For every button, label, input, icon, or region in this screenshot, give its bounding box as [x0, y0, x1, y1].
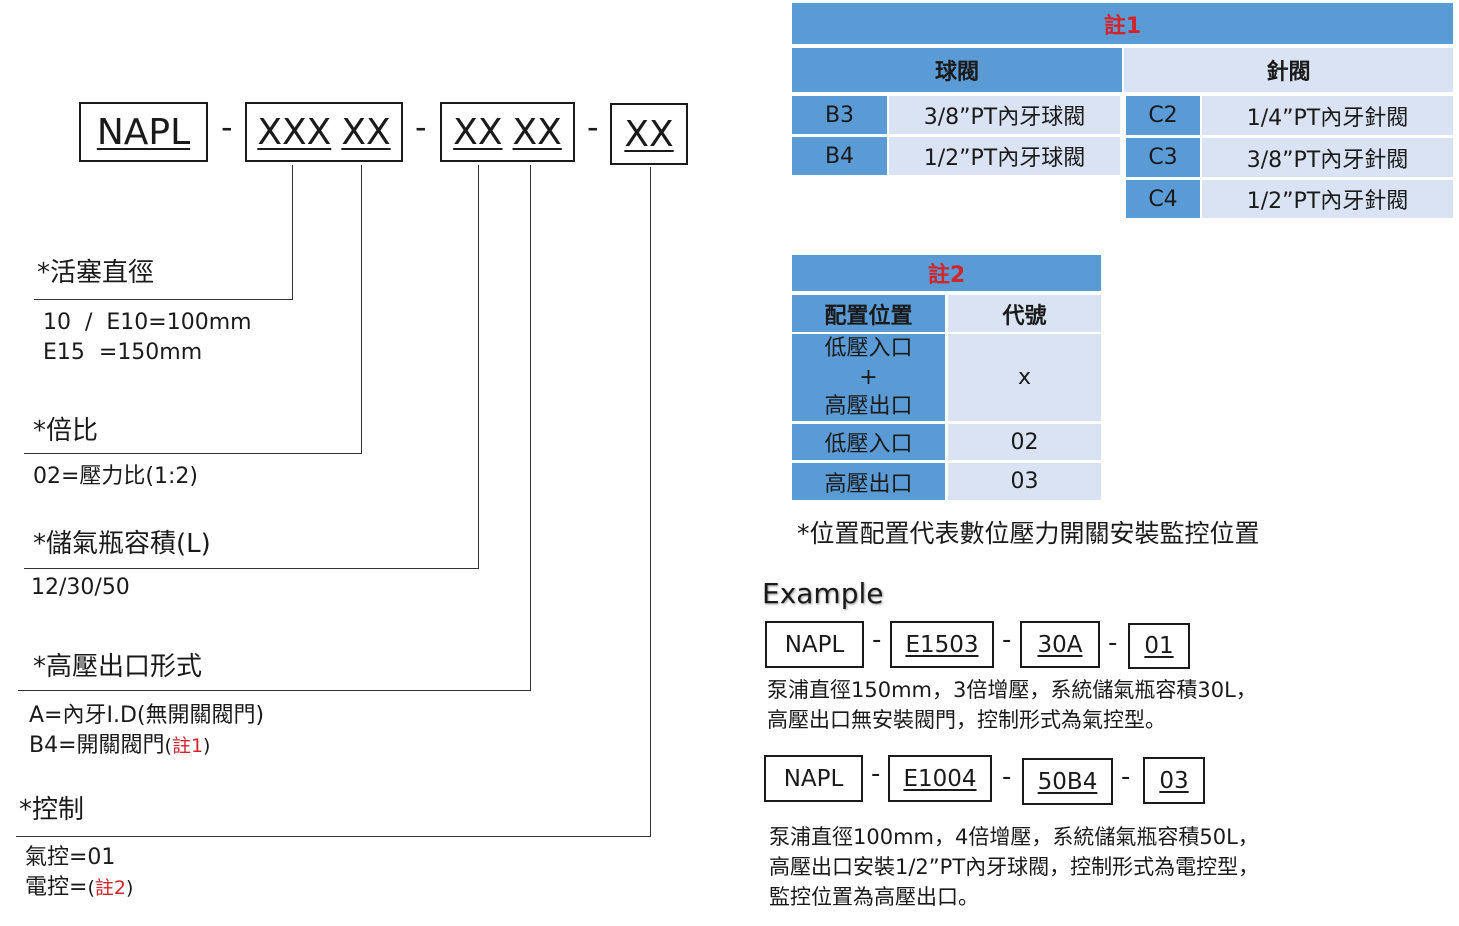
code-prefix: NAPL	[96, 111, 191, 153]
code-dash-2: -	[415, 108, 427, 146]
note1-col-needle: 針閥	[1124, 48, 1453, 92]
code-seg1-box: XXX XX	[245, 102, 403, 162]
example2-part-4: 03	[1143, 757, 1205, 804]
example2-dash-1: -	[871, 759, 881, 789]
outlet-note-ref: 註1	[171, 735, 204, 757]
example2-part-1-text: NAPL	[783, 765, 844, 792]
example2-part-1: NAPL	[764, 755, 863, 802]
example2-part-4-text: 03	[1159, 767, 1189, 794]
note1-ball-desc-b3: 3/8”PT內牙球閥	[889, 96, 1120, 134]
field-label-tank: *儲氣瓶容積(L)	[33, 529, 211, 559]
connector-v4	[530, 165, 531, 691]
field-label-outlet: *高壓出口形式	[33, 652, 203, 682]
field-value-tank: 12/30/50	[31, 575, 130, 600]
code-seg2b: XX	[512, 111, 562, 153]
note2-row3-code: 03	[948, 463, 1101, 500]
code-seg2a: XX	[453, 111, 503, 153]
field-value-piston-2: E15 =150mm	[43, 340, 203, 365]
field-value-control-2: 電控=(註2)	[25, 875, 134, 900]
field-value-outlet-1: A=內牙I.D(無開關閥門)	[29, 703, 265, 728]
example2-part-2: E1004	[888, 755, 992, 802]
example1-dash-1: -	[872, 625, 882, 655]
example1-part-1: NAPL	[765, 621, 864, 668]
example1-dash-3: -	[1108, 628, 1118, 658]
note2-row1-pos-2: +	[859, 365, 878, 390]
example2-part-2-text: E1004	[903, 765, 977, 792]
note2-header-code: 代號	[948, 295, 1101, 332]
code-seg1b: XX	[341, 111, 391, 153]
code-seg2-box: XX XX	[440, 102, 575, 162]
example1-desc-1: 泵浦直徑150mm，3倍增壓，系統儲氣瓶容積30L，	[767, 678, 1257, 702]
field-label-ratio: *倍比	[33, 416, 99, 446]
example1-part-3: 30A	[1020, 621, 1100, 668]
connector-v1	[292, 165, 293, 300]
example1-desc-2: 高壓出口無安裝閥門，控制形式為氣控型。	[767, 708, 1166, 732]
example2-desc-2: 高壓出口安裝1/2”PT內牙球閥，控制形式為電控型，	[769, 855, 1260, 879]
code-seg3-box: XX	[610, 103, 688, 165]
field-value-outlet-2: B4=開關閥門(註1)	[29, 733, 211, 758]
note2-header-position: 配置位置	[792, 295, 945, 332]
note1-needle-code-c2: C2	[1126, 96, 1200, 135]
note2-row1-code: x	[948, 334, 1101, 421]
note1-needle-desc-c3: 3/8”PT內牙針閥	[1202, 138, 1453, 177]
note1-col-ball: 球閥	[792, 48, 1122, 92]
example-title: Example	[762, 577, 884, 610]
note1-ball-code-b3: B3	[792, 96, 887, 134]
example2-part-3-text: 50B4	[1037, 768, 1098, 795]
code-seg1a: XXX	[257, 111, 332, 153]
field-value-control-1: 氣控=01	[25, 845, 116, 870]
note2-row2-position: 低壓入口	[792, 424, 945, 460]
field-label-control: *控制	[19, 795, 85, 825]
connector-h3	[24, 568, 479, 569]
code-dash-3: -	[587, 108, 599, 146]
code-seg3: XX	[624, 113, 674, 155]
example1-part-2-text: E1503	[905, 631, 979, 658]
control-note-ref: 註2	[94, 877, 126, 899]
field-label-piston: *活塞直徑	[37, 258, 155, 288]
field-value-ratio: 02=壓力比(1:2)	[33, 464, 199, 489]
connector-v3	[478, 165, 479, 569]
note2-row2-code: 02	[948, 424, 1101, 460]
connector-h5	[16, 836, 651, 837]
note2-footnote: *位置配置代表數位壓力開關安裝監控位置	[797, 519, 1260, 548]
note1-ball-desc-b4: 1/2”PT內牙球閥	[889, 137, 1120, 175]
code-prefix-box: NAPL	[79, 102, 208, 162]
example1-part-4-text: 01	[1144, 633, 1174, 659]
code-dash-1: -	[221, 108, 233, 146]
note1-needle-desc-c2: 1/4”PT內牙針閥	[1202, 96, 1453, 135]
field-value-piston-1: 10 / E10=100mm	[43, 310, 252, 335]
note1-needle-code-c4: C4	[1126, 180, 1200, 218]
example1-dash-2: -	[1002, 625, 1012, 655]
example1-part-2: E1503	[890, 621, 994, 668]
example1-part-4: 01	[1128, 623, 1190, 669]
note2-row3-position: 高壓出口	[792, 463, 945, 500]
outlet-b4-text: B4=開關閥門	[29, 733, 165, 758]
connector-h1	[34, 299, 293, 300]
connector-h2	[24, 453, 362, 454]
note1-needle-desc-c4: 1/2”PT內牙針閥	[1202, 180, 1453, 218]
note1-needle-code-c3: C3	[1126, 138, 1200, 177]
note2-row1-position: 低壓入口 + 高壓出口	[792, 334, 945, 421]
connector-v5	[650, 167, 651, 837]
control-electric-text: 電控=	[25, 875, 88, 900]
connector-h4	[18, 690, 531, 691]
note2-row1-pos-1: 低壓入口	[824, 336, 913, 361]
note2-title: 註2	[792, 255, 1101, 291]
example2-desc-1: 泵浦直徑100mm，4倍增壓，系統儲氣瓶容積50L，	[769, 825, 1259, 849]
example2-part-3: 50B4	[1022, 758, 1113, 805]
example2-dash-3: -	[1121, 762, 1131, 792]
example1-part-1-text: NAPL	[784, 631, 845, 658]
note1-title: 註1	[792, 3, 1453, 44]
example1-part-3-text: 30A	[1037, 631, 1083, 658]
note2-row1-pos-3: 高壓出口	[824, 394, 913, 419]
connector-v2	[361, 165, 362, 454]
example2-dash-2: -	[1002, 762, 1012, 792]
example2-desc-3: 監控位置為高壓出口。	[769, 885, 979, 909]
note1-ball-code-b4: B4	[792, 137, 887, 175]
